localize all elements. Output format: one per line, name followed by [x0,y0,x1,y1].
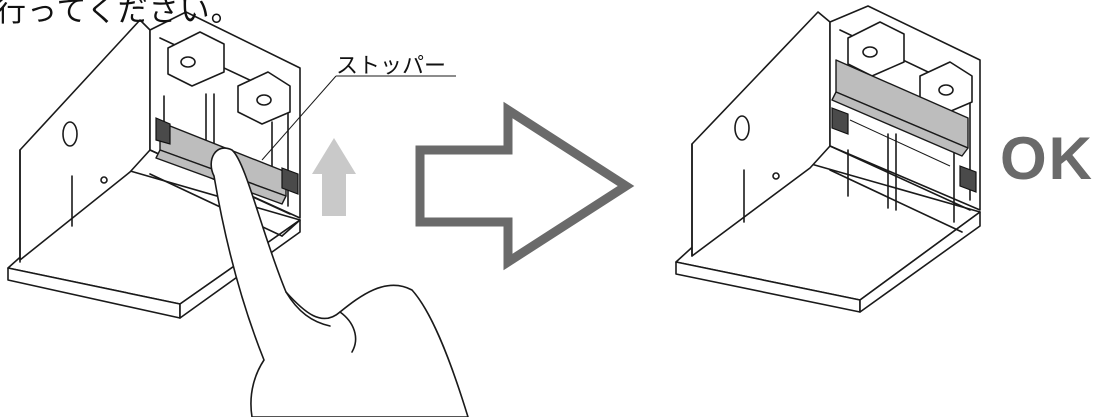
stopper-bar-after [831,59,977,193]
ok-result-label: OK [1000,125,1094,192]
up-arrow-icon [312,138,356,216]
stopper-callout-label: ストッパー [336,54,447,79]
right-arrow-icon [415,101,635,271]
printer-unit-after [675,5,981,313]
finger-illustration [210,147,469,417]
instruction-caption-fragment: 行ってください。 [0,0,242,29]
callout-leader [261,75,456,161]
